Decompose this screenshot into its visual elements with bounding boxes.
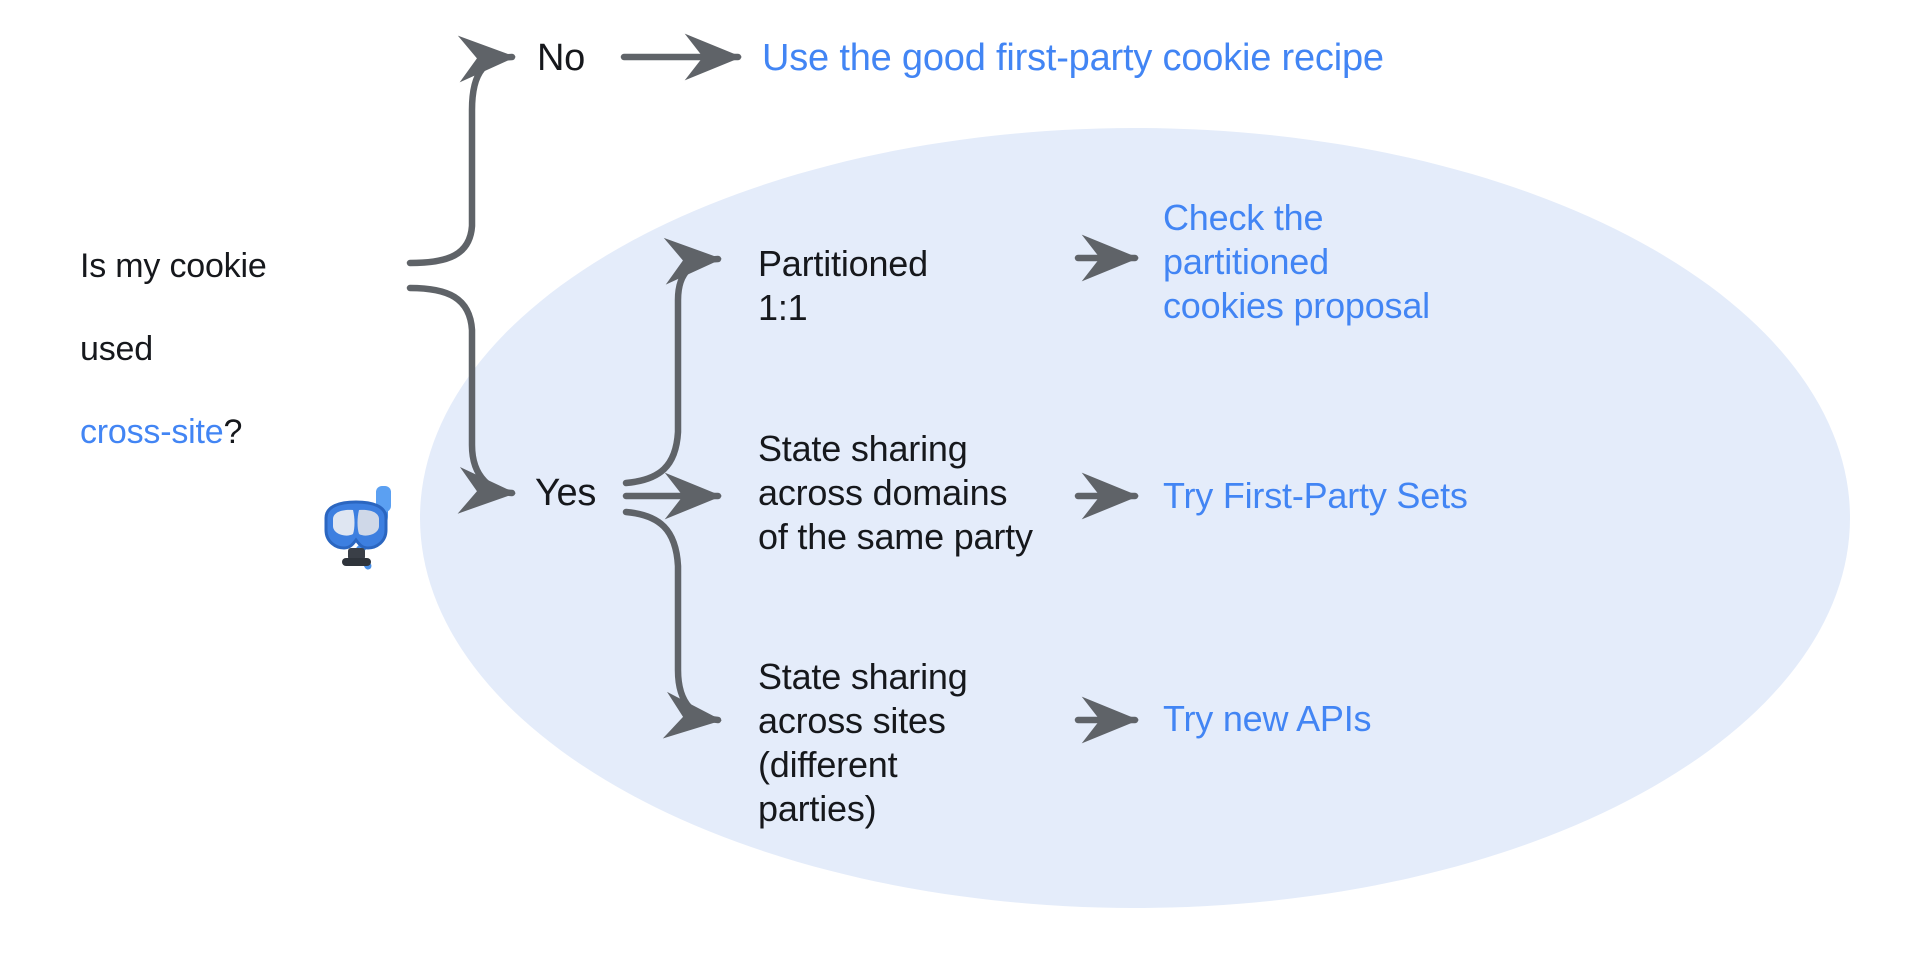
outcome-partitioned-cookies-proposal[interactable]: Check the partitioned cookies proposal <box>1163 197 1430 326</box>
outcome-first-party-sets[interactable]: Try First-Party Sets <box>1163 475 1468 516</box>
cross-site-scope-ellipse <box>420 128 1850 908</box>
decision-label-yes: Yes <box>535 472 597 514</box>
root-question: Is my cookie used cross-site? <box>80 205 380 454</box>
cross-site-link[interactable]: cross-site <box>80 413 224 452</box>
diving-mask-snorkel-icon <box>324 486 391 570</box>
branch-label-state-sharing-domains: State sharing across domains of the same… <box>758 428 1033 557</box>
root-question-line2: used <box>80 330 153 369</box>
root-question-line1: Is my cookie <box>80 247 267 286</box>
outcome-new-apis[interactable]: Try new APIs <box>1163 698 1372 739</box>
branch-label-state-sharing-sites: State sharing across sites (different pa… <box>758 656 968 829</box>
root-question-suffix: ? <box>223 413 243 452</box>
outcome-first-party-recipe[interactable]: Use the good first-party cookie recipe <box>762 37 1384 79</box>
branch-label-partitioned: Partitioned 1:1 <box>758 243 928 328</box>
arrow-to-no <box>406 35 516 267</box>
decision-label-no: No <box>537 37 585 79</box>
